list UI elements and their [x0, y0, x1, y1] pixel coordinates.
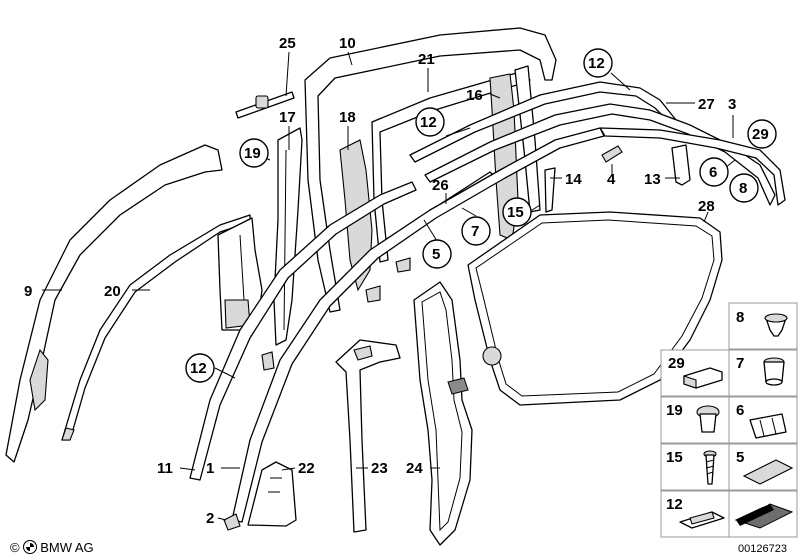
- callout-11: 11: [157, 460, 173, 477]
- callout-25: 25: [279, 35, 296, 52]
- callout-circle-12b: [415, 107, 445, 137]
- callout-6: 6: [709, 164, 717, 181]
- callout-14: 14: [565, 171, 582, 188]
- legend-box-12: [660, 490, 730, 538]
- clip-29-icon: [683, 367, 723, 389]
- callout-circle-12a: [583, 48, 613, 78]
- pad-5-icon: [742, 459, 794, 485]
- part-3-27-roof-seals: [409, 81, 786, 206]
- callout-circle-7: [461, 216, 491, 246]
- callout-22: 22: [298, 460, 315, 477]
- callout-15: 15: [507, 204, 524, 221]
- callout-26: 26: [432, 177, 449, 194]
- part-4-small-clip: [601, 145, 623, 163]
- callout-29: 29: [752, 126, 769, 143]
- callout-7: 7: [471, 223, 479, 240]
- callout-5: 5: [432, 246, 440, 263]
- brand-label: BMW AG: [40, 540, 94, 555]
- part-22-bracket: [247, 461, 297, 527]
- callout-12a: 12: [588, 55, 605, 72]
- clip-8-icon: [764, 313, 788, 337]
- part-14-strip: [544, 167, 556, 213]
- callout-9: 9: [24, 283, 32, 300]
- callout-circle-19: [239, 138, 269, 168]
- callout-circle-5: [422, 239, 452, 269]
- callout-19: 19: [244, 145, 261, 162]
- clip-19-icon: [696, 405, 720, 433]
- part-24-door-seal-loop: [413, 281, 473, 546]
- legend-box-8: [728, 302, 798, 350]
- callout-8: 8: [739, 180, 747, 197]
- part-pillar-trim: [217, 217, 263, 331]
- callout-12c: 12: [190, 360, 207, 377]
- callout-1: 1: [206, 460, 214, 477]
- part-13-clip-strip: [671, 144, 691, 186]
- part-1-lower-seal: [231, 127, 605, 523]
- part-9-window-frame-seal: [5, 144, 223, 463]
- part-2-end-cap: [223, 513, 241, 531]
- callout-labels: 9 20 25 10 17 18 21 16 26 14 4 13 27 3 2…: [24, 35, 736, 527]
- callout-28: 28: [698, 198, 715, 215]
- legend-box-15: [660, 443, 730, 491]
- callout-2: 2: [206, 510, 214, 527]
- callout-20: 20: [104, 283, 121, 300]
- callout-23: 23: [371, 460, 388, 477]
- clip-7-icon: [763, 357, 785, 386]
- drawing-number: 00126723: [738, 543, 787, 555]
- callout-13: 13: [644, 171, 661, 188]
- legend-label-15: 15: [666, 449, 683, 466]
- callout-circle-6: [699, 157, 729, 187]
- legend-box-7: [728, 349, 798, 397]
- legend-label-29: 29: [668, 355, 685, 372]
- arrow-icon: [734, 503, 794, 529]
- part-11-front-strip: [189, 181, 417, 481]
- legend-label-5: 5: [736, 449, 744, 466]
- callout-10: 10: [339, 35, 356, 52]
- legend-label-6: 6: [736, 402, 744, 419]
- legend-label-12: 12: [666, 496, 683, 513]
- callout-4: 4: [607, 171, 616, 188]
- part-25-strip-clip: [235, 91, 295, 119]
- small-clips: [261, 257, 411, 371]
- legend-label-8: 8: [736, 309, 744, 326]
- callout-17: 17: [279, 109, 296, 126]
- callout-circle-15: [502, 197, 532, 227]
- callout-circle-29: [747, 119, 777, 149]
- legend-label-7: 7: [736, 355, 744, 372]
- callout-circle-12c: [185, 353, 215, 383]
- callout-3: 3: [728, 96, 736, 113]
- circled-callouts: 19 12 12 7 5 15 6 29 8 12: [185, 48, 777, 383]
- callout-16: 16: [466, 87, 483, 104]
- part-10-rear-frame-seal: [304, 27, 557, 313]
- part-28-window-seal: [467, 211, 723, 406]
- clip-6-icon: [749, 413, 787, 439]
- callout-27: 27: [698, 96, 715, 113]
- copyright-footer: © BMW AG: [10, 540, 94, 555]
- callout-24: 24: [406, 460, 423, 477]
- screw-15-icon: [703, 450, 717, 485]
- bmw-logo-icon: [23, 540, 38, 554]
- copyright-symbol: ©: [10, 540, 20, 555]
- callout-12b: 12: [420, 114, 437, 131]
- callout-circle-8: [729, 173, 759, 203]
- part-23-corner-seal: [335, 339, 401, 533]
- callout-21: 21: [418, 51, 435, 68]
- callout-18: 18: [339, 109, 356, 126]
- fastener-legend: 8 29 7 19 6 15: [660, 302, 798, 538]
- legend-label-19: 19: [666, 402, 683, 419]
- part-17-pillar-strip: [273, 127, 303, 346]
- clip-12-icon: [679, 511, 725, 529]
